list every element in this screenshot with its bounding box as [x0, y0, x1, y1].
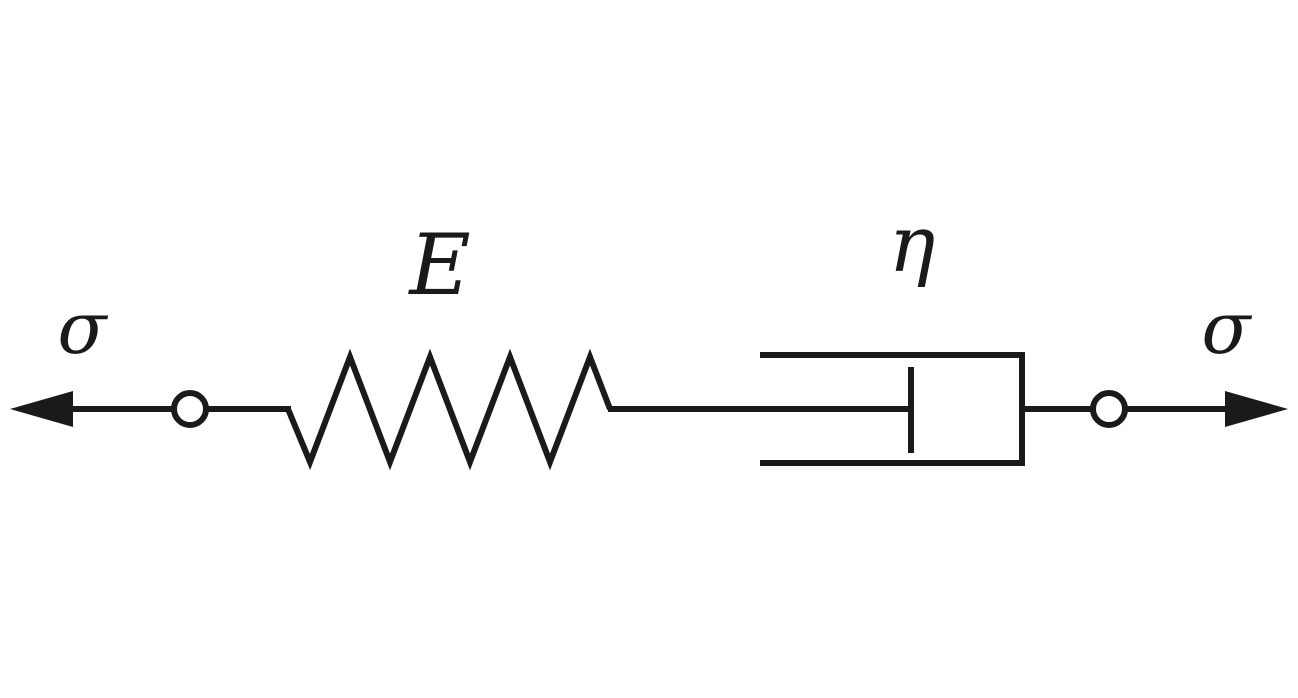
spring-element — [285, 348, 613, 471]
right-terminal-node — [1090, 390, 1128, 428]
spring-modulus-label: E — [407, 216, 470, 314]
left-stress-arrowhead — [10, 391, 73, 427]
left-stress-label: σ — [57, 286, 108, 370]
dashpot-viscosity-label: η — [889, 200, 936, 290]
right-stress-arrowhead — [1225, 391, 1288, 427]
right-stress-label: σ — [1201, 286, 1252, 370]
left-terminal-node — [171, 390, 209, 428]
